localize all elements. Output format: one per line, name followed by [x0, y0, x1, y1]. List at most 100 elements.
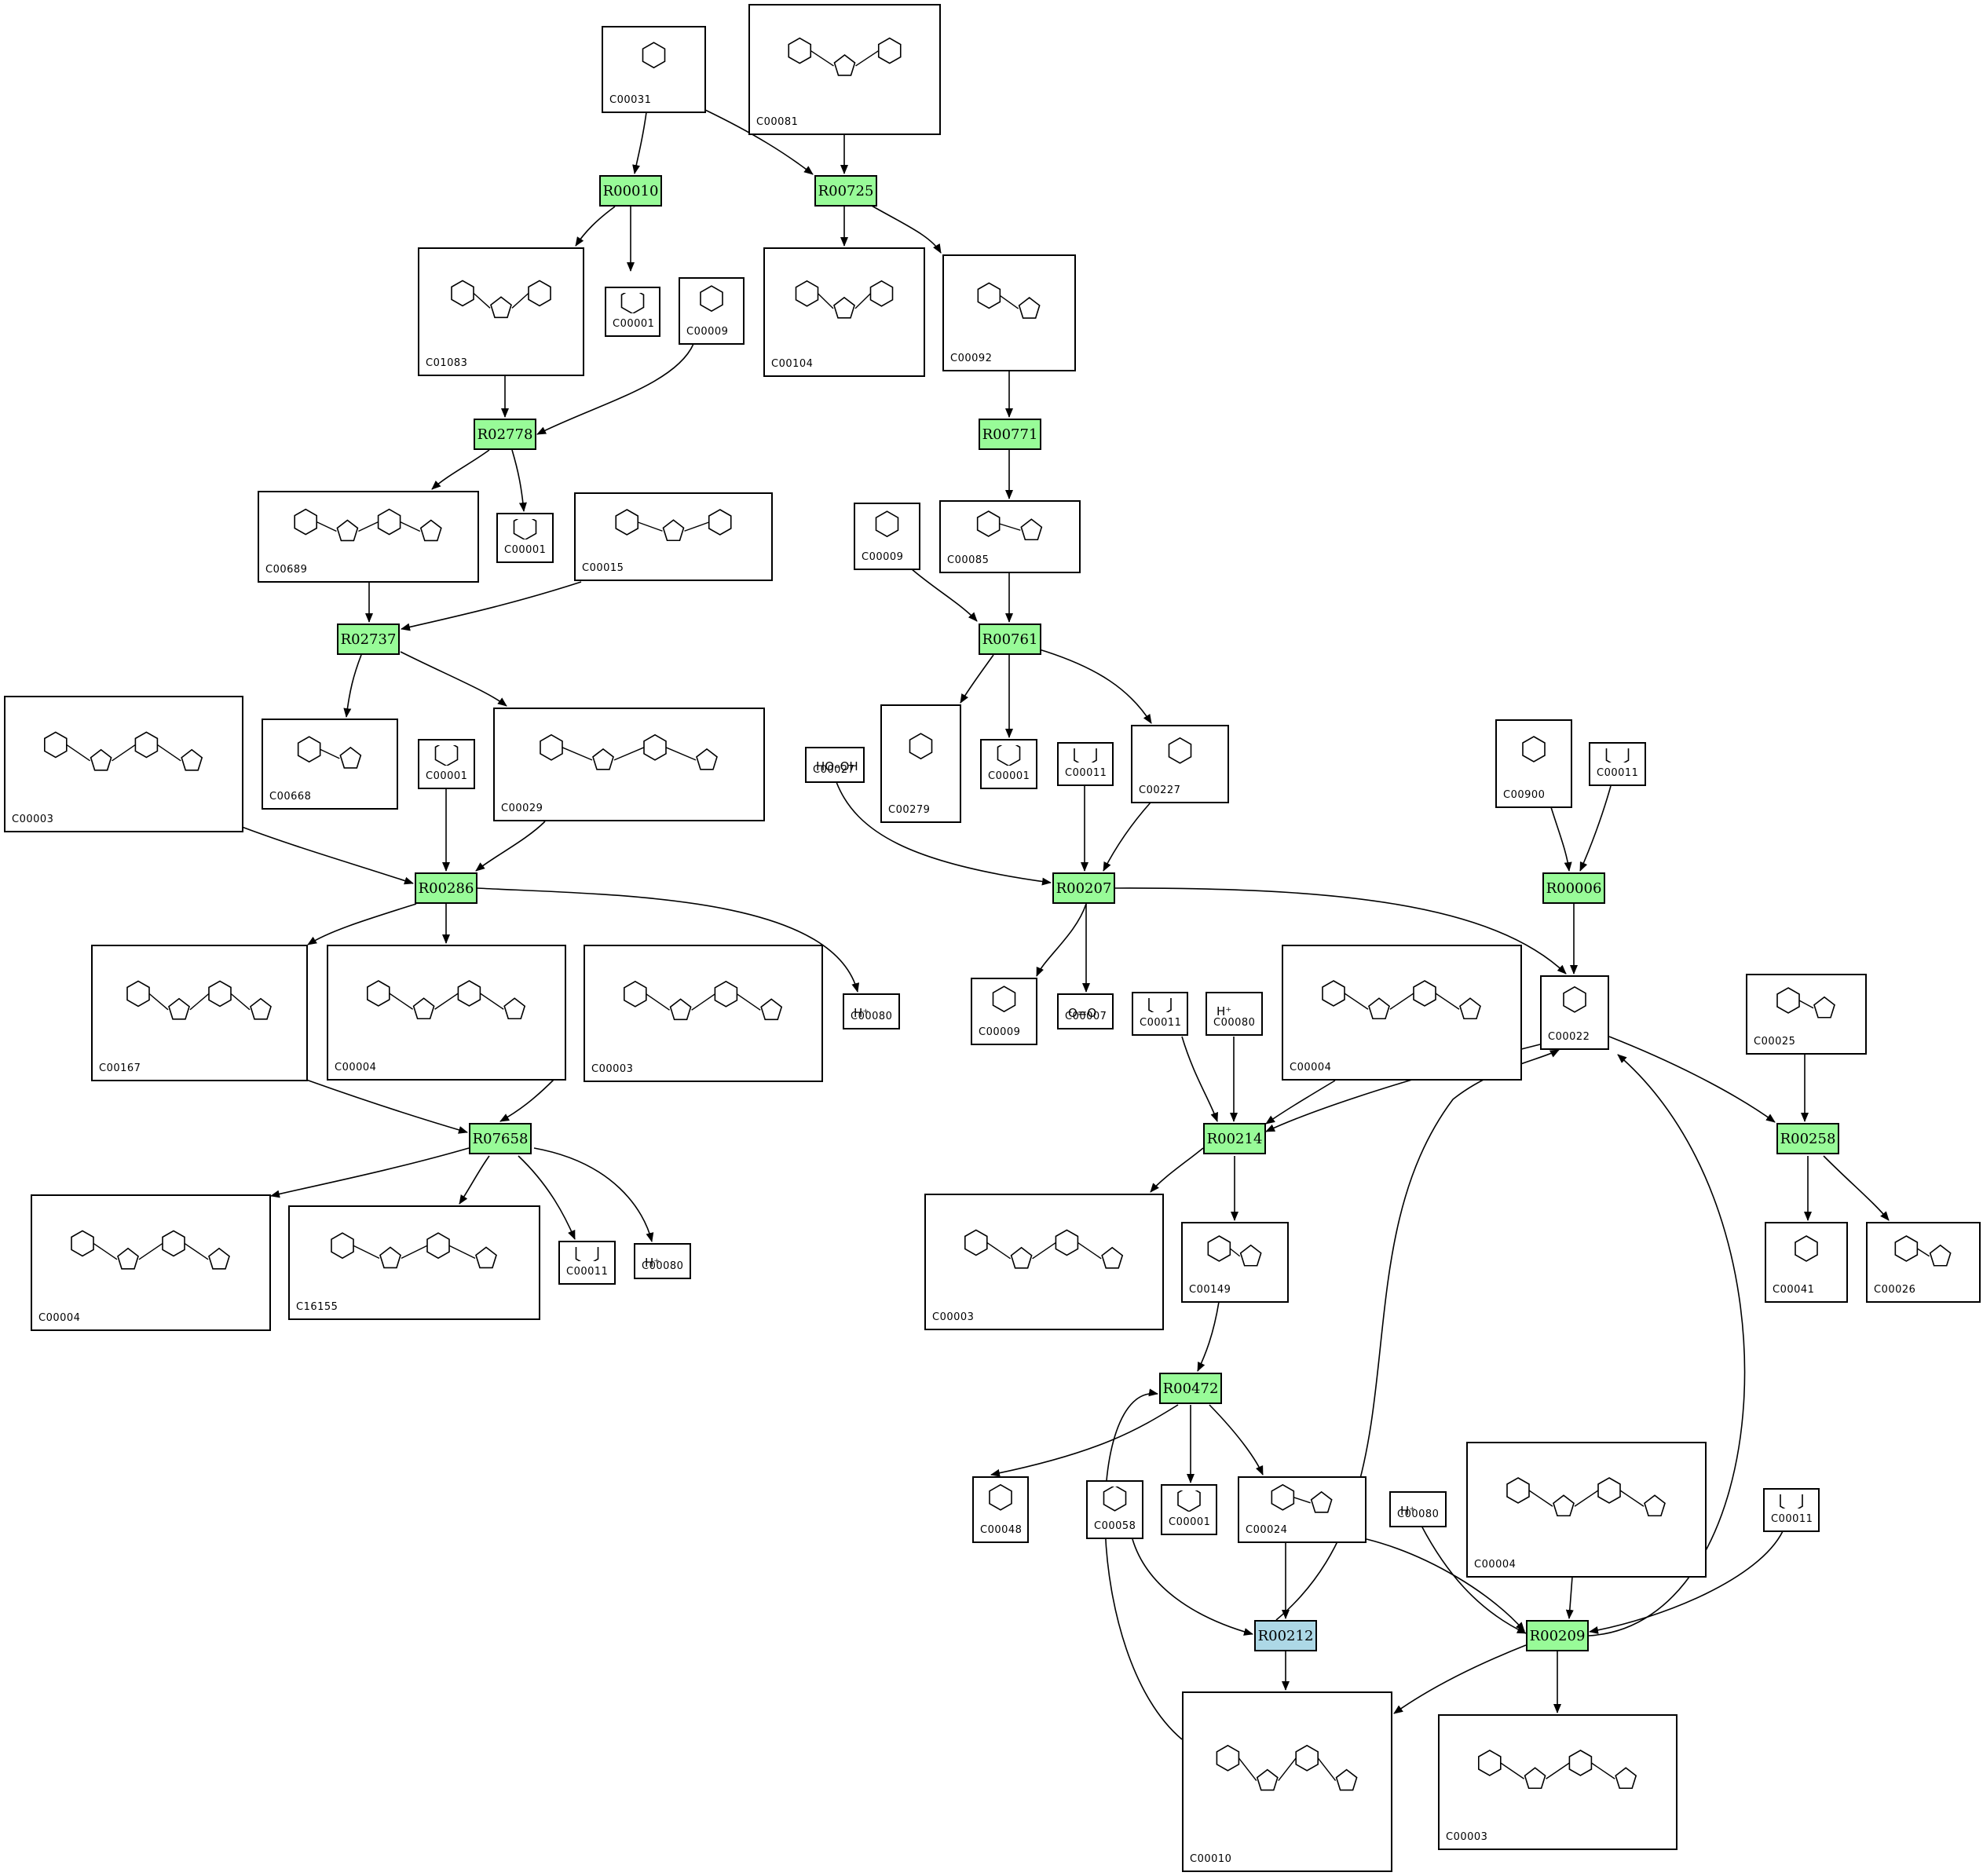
compound-box[interactable]: C00001	[980, 739, 1037, 789]
reaction-edge	[305, 1079, 468, 1134]
compound-box[interactable]: C00011	[1589, 741, 1646, 786]
compound-box[interactable]: C00011	[1763, 1487, 1820, 1532]
compound-code: C00080	[851, 1011, 893, 1022]
compound-box[interactable]: C00001	[605, 287, 660, 337]
molecule-icon	[1103, 1485, 1127, 1512]
compound-box[interactable]: C16155	[288, 1205, 540, 1320]
compound-box[interactable]: C00009	[854, 503, 920, 570]
structure-icon	[1771, 1228, 1842, 1279]
compound-box[interactable]: H⁺C00080	[1389, 1491, 1447, 1527]
compound-box[interactable]: H⁺C00080	[634, 1243, 691, 1279]
reaction-edge	[1104, 1388, 1183, 1740]
reaction-node[interactable]: R00006	[1542, 872, 1605, 904]
compound-box[interactable]: H⁺C00080	[1206, 992, 1263, 1036]
compound-box[interactable]: C00022	[1540, 975, 1609, 1050]
reaction-edge	[1550, 806, 1572, 872]
compound-box[interactable]: C00900	[1495, 719, 1572, 808]
compound-box[interactable]: C00058	[1086, 1480, 1143, 1539]
structure-icon	[424, 254, 578, 353]
reaction-node[interactable]: R00771	[979, 419, 1041, 450]
reaction-node[interactable]: R02737	[337, 624, 400, 655]
compound-box[interactable]: C00004	[1282, 945, 1522, 1081]
compound-box[interactable]: C00011	[558, 1239, 616, 1285]
molecule-icon	[331, 1232, 497, 1269]
molecule-icon	[513, 514, 537, 541]
reaction-node[interactable]: R00472	[1159, 1373, 1222, 1404]
compound-box[interactable]: C00011	[1057, 741, 1114, 786]
compound-box[interactable]: C00003	[1438, 1714, 1678, 1850]
compound-code: C00003	[12, 814, 54, 825]
reaction-node[interactable]: R00286	[415, 872, 477, 904]
compound-box[interactable]: H⁺C00080	[843, 993, 900, 1029]
compound-box[interactable]: C00003	[584, 945, 823, 1082]
reaction-node[interactable]: R00761	[979, 624, 1041, 655]
reaction-node-selected[interactable]: R00212	[1254, 1620, 1317, 1651]
compound-box[interactable]: C00041	[1765, 1222, 1848, 1303]
compound-box[interactable]: C00001	[1161, 1484, 1217, 1535]
structure-icon	[986, 740, 1031, 767]
compound-box[interactable]: C00009	[679, 277, 745, 345]
compound-box[interactable]: C00010	[1182, 1691, 1392, 1872]
compound-code: C00001	[988, 770, 1030, 782]
reaction-edge	[1608, 1036, 1776, 1123]
compound-box[interactable]: C00001	[496, 513, 554, 563]
compound-box[interactable]: C00003	[924, 1194, 1164, 1330]
compound-box[interactable]: C00029	[493, 708, 765, 821]
compound-box[interactable]: C00025	[1746, 974, 1867, 1055]
molecule-icon	[700, 285, 723, 313]
reaction-edge	[575, 206, 616, 247]
reaction-edge	[1036, 648, 1152, 724]
compound-box[interactable]: C00149	[1181, 1222, 1289, 1303]
compound-box[interactable]: C00085	[939, 500, 1081, 573]
compound-box[interactable]: C00279	[880, 704, 961, 823]
compound-box[interactable]: C00009	[971, 978, 1037, 1045]
reaction-node[interactable]: R02778	[474, 419, 536, 450]
compound-box[interactable]: C00004	[31, 1194, 271, 1331]
reaction-edge	[1209, 1404, 1264, 1476]
compound-box[interactable]: C00227	[1131, 725, 1229, 803]
reaction-node[interactable]: R00010	[599, 175, 662, 207]
structure-icon	[499, 714, 759, 798]
compound-box[interactable]: C00104	[763, 247, 925, 377]
reaction-edge	[1132, 1538, 1253, 1636]
compound-box[interactable]: C00011	[1132, 990, 1188, 1036]
molecule-icon	[875, 510, 899, 538]
compound-box[interactable]: C00015	[574, 492, 773, 581]
compound-box[interactable]: C00031	[602, 26, 706, 113]
compound-box[interactable]: C00004	[1466, 1442, 1707, 1578]
reaction-node[interactable]: R00725	[814, 175, 877, 207]
compound-code: C00011	[1140, 1017, 1182, 1029]
reaction-edge	[536, 343, 694, 435]
reaction-node[interactable]: R00207	[1052, 872, 1115, 904]
compound-box[interactable]: C00024	[1238, 1476, 1367, 1543]
compound-box[interactable]: C01083	[418, 247, 584, 376]
compound-code: C00001	[613, 318, 655, 330]
compound-box[interactable]: C00026	[1866, 1222, 1981, 1303]
reaction-edge	[1366, 1538, 1525, 1632]
compound-box[interactable]: C00081	[748, 4, 941, 135]
reaction-edge	[1588, 1054, 1746, 1636]
compound-box[interactable]: C00001	[418, 739, 475, 789]
compound-code: C00004	[38, 1312, 81, 1324]
compound-box[interactable]: C00668	[262, 719, 398, 810]
reaction-node[interactable]: R07658	[469, 1123, 532, 1154]
reaction-node[interactable]: R00209	[1526, 1620, 1589, 1651]
molecule-icon	[1522, 736, 1546, 762]
compound-box[interactable]: C00167	[91, 945, 308, 1081]
compound-box[interactable]: C00092	[942, 254, 1076, 371]
reaction-edge	[960, 654, 994, 704]
reaction-edge	[400, 651, 507, 707]
compound-formula: H⁺	[854, 1006, 869, 1020]
compound-box[interactable]: C00003	[4, 696, 243, 832]
compound-code: C00080	[1213, 1017, 1256, 1029]
compound-box[interactable]: C00689	[258, 491, 479, 583]
compound-code: C00024	[1246, 1524, 1288, 1536]
compound-code: C00668	[269, 791, 312, 803]
compound-box[interactable]: C00048	[972, 1476, 1029, 1543]
reaction-node[interactable]: R00258	[1776, 1123, 1839, 1154]
reaction-node[interactable]: R00214	[1203, 1123, 1266, 1154]
reaction-edge	[990, 1404, 1179, 1477]
compound-box[interactable]: C00004	[327, 945, 566, 1081]
